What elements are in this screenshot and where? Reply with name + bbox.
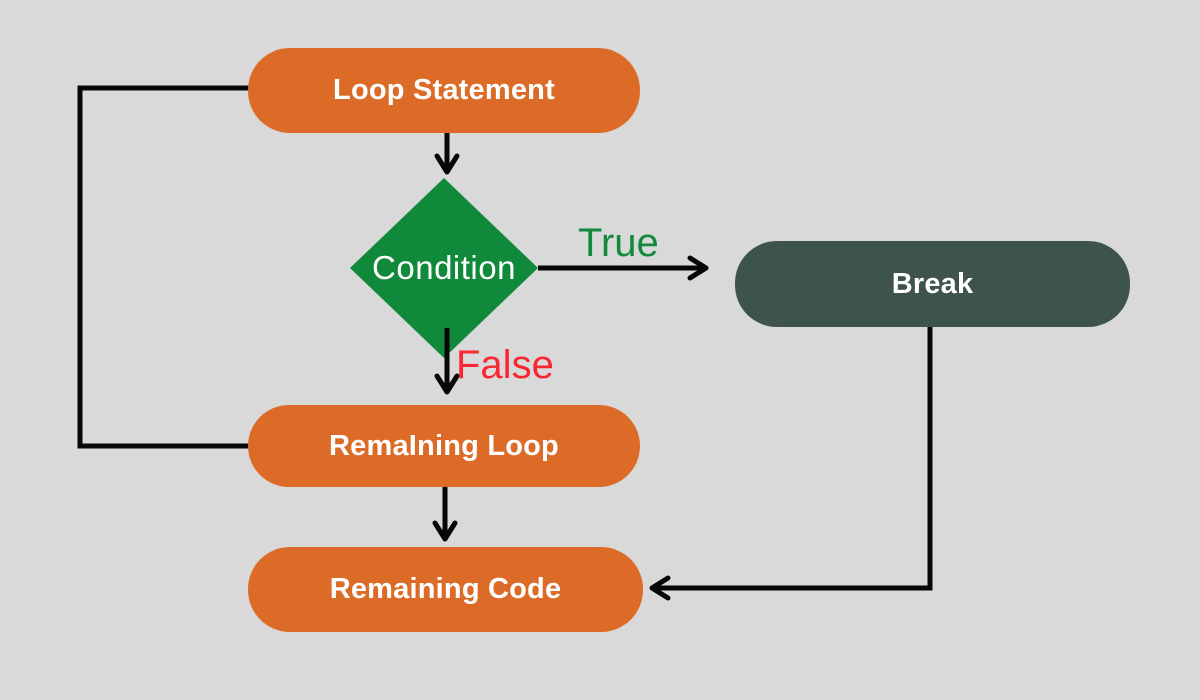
- node-remaining-loop-label: RemaIning Loop: [329, 429, 559, 462]
- false-edge-label: False: [456, 343, 554, 387]
- node-remaining-code-label: Remaining Code: [329, 573, 562, 605]
- node-loop-statement: Loop Statement: [248, 48, 640, 133]
- node-loop-statement-label: Loop Statement: [333, 74, 555, 106]
- node-condition-label: Condition: [372, 249, 516, 286]
- connector-remaining-loop-to-loop-statement: [77, 85, 252, 449]
- arrow-break-to-remaining-code: [649, 327, 933, 601]
- node-remaining-code: Remaining Code: [248, 547, 643, 632]
- condition-diamond-shape: [350, 178, 538, 358]
- node-remaining-loop: RemaIning Loop: [248, 405, 640, 487]
- node-break: Break: [735, 241, 1130, 327]
- node-break-label: Break: [891, 267, 974, 300]
- true-edge-label: True: [578, 221, 659, 265]
